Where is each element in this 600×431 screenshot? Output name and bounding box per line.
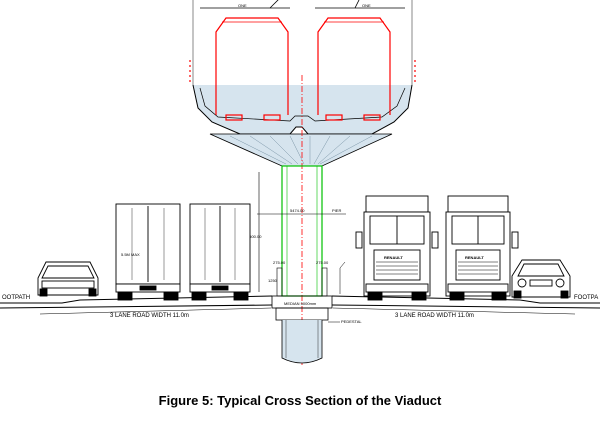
truck-brand-right: RENAULT: [465, 255, 484, 260]
car-left: [37, 261, 99, 297]
deck-tag-left: ONE: [238, 3, 247, 8]
car-right: [511, 259, 571, 299]
truck-max-height-label: 5.5M MAX: [121, 252, 140, 257]
viaduct-deck: ONE ONE: [189, 0, 416, 167]
pier-label: PIER: [332, 208, 341, 213]
offset-left-label: 275.00: [273, 260, 286, 265]
road-width-left-label: 3 LANE ROAD WIDTH 11.0m: [110, 313, 189, 319]
truck-front-2: [445, 195, 519, 301]
figure-caption: Figure 5: Typical Cross Section of the V…: [158, 393, 442, 408]
road-width-right-label: 3 LANE ROAD WIDTH 11.0m: [395, 313, 474, 319]
footpath-right-label: FOOTPA: [574, 295, 598, 301]
clearance-height-label: 5500.00: [247, 234, 262, 239]
truck-front-1: [355, 195, 439, 301]
metro-coach-left: [215, 17, 289, 121]
offset-right-label: 275.00: [316, 260, 329, 265]
footpath-left-label: OOTPATH: [2, 295, 30, 301]
median-label: MEDIAN 5000mm: [284, 301, 317, 306]
metro-coach-right: [317, 17, 391, 121]
clear-width-label: 5474.00: [290, 208, 305, 213]
pedestal-label: PEDESTAL: [341, 319, 362, 324]
kerb-label: 1250: [268, 278, 278, 283]
truck-rear-2: [189, 203, 251, 301]
deck-tag-right: ONE: [362, 3, 371, 8]
truck-brand-left: RENAULT: [384, 255, 403, 260]
truck-rear-1: [115, 203, 181, 301]
viaduct-pier: 5474.00 PIER 5500.00 275.00 275.00 1250 …: [247, 165, 362, 364]
